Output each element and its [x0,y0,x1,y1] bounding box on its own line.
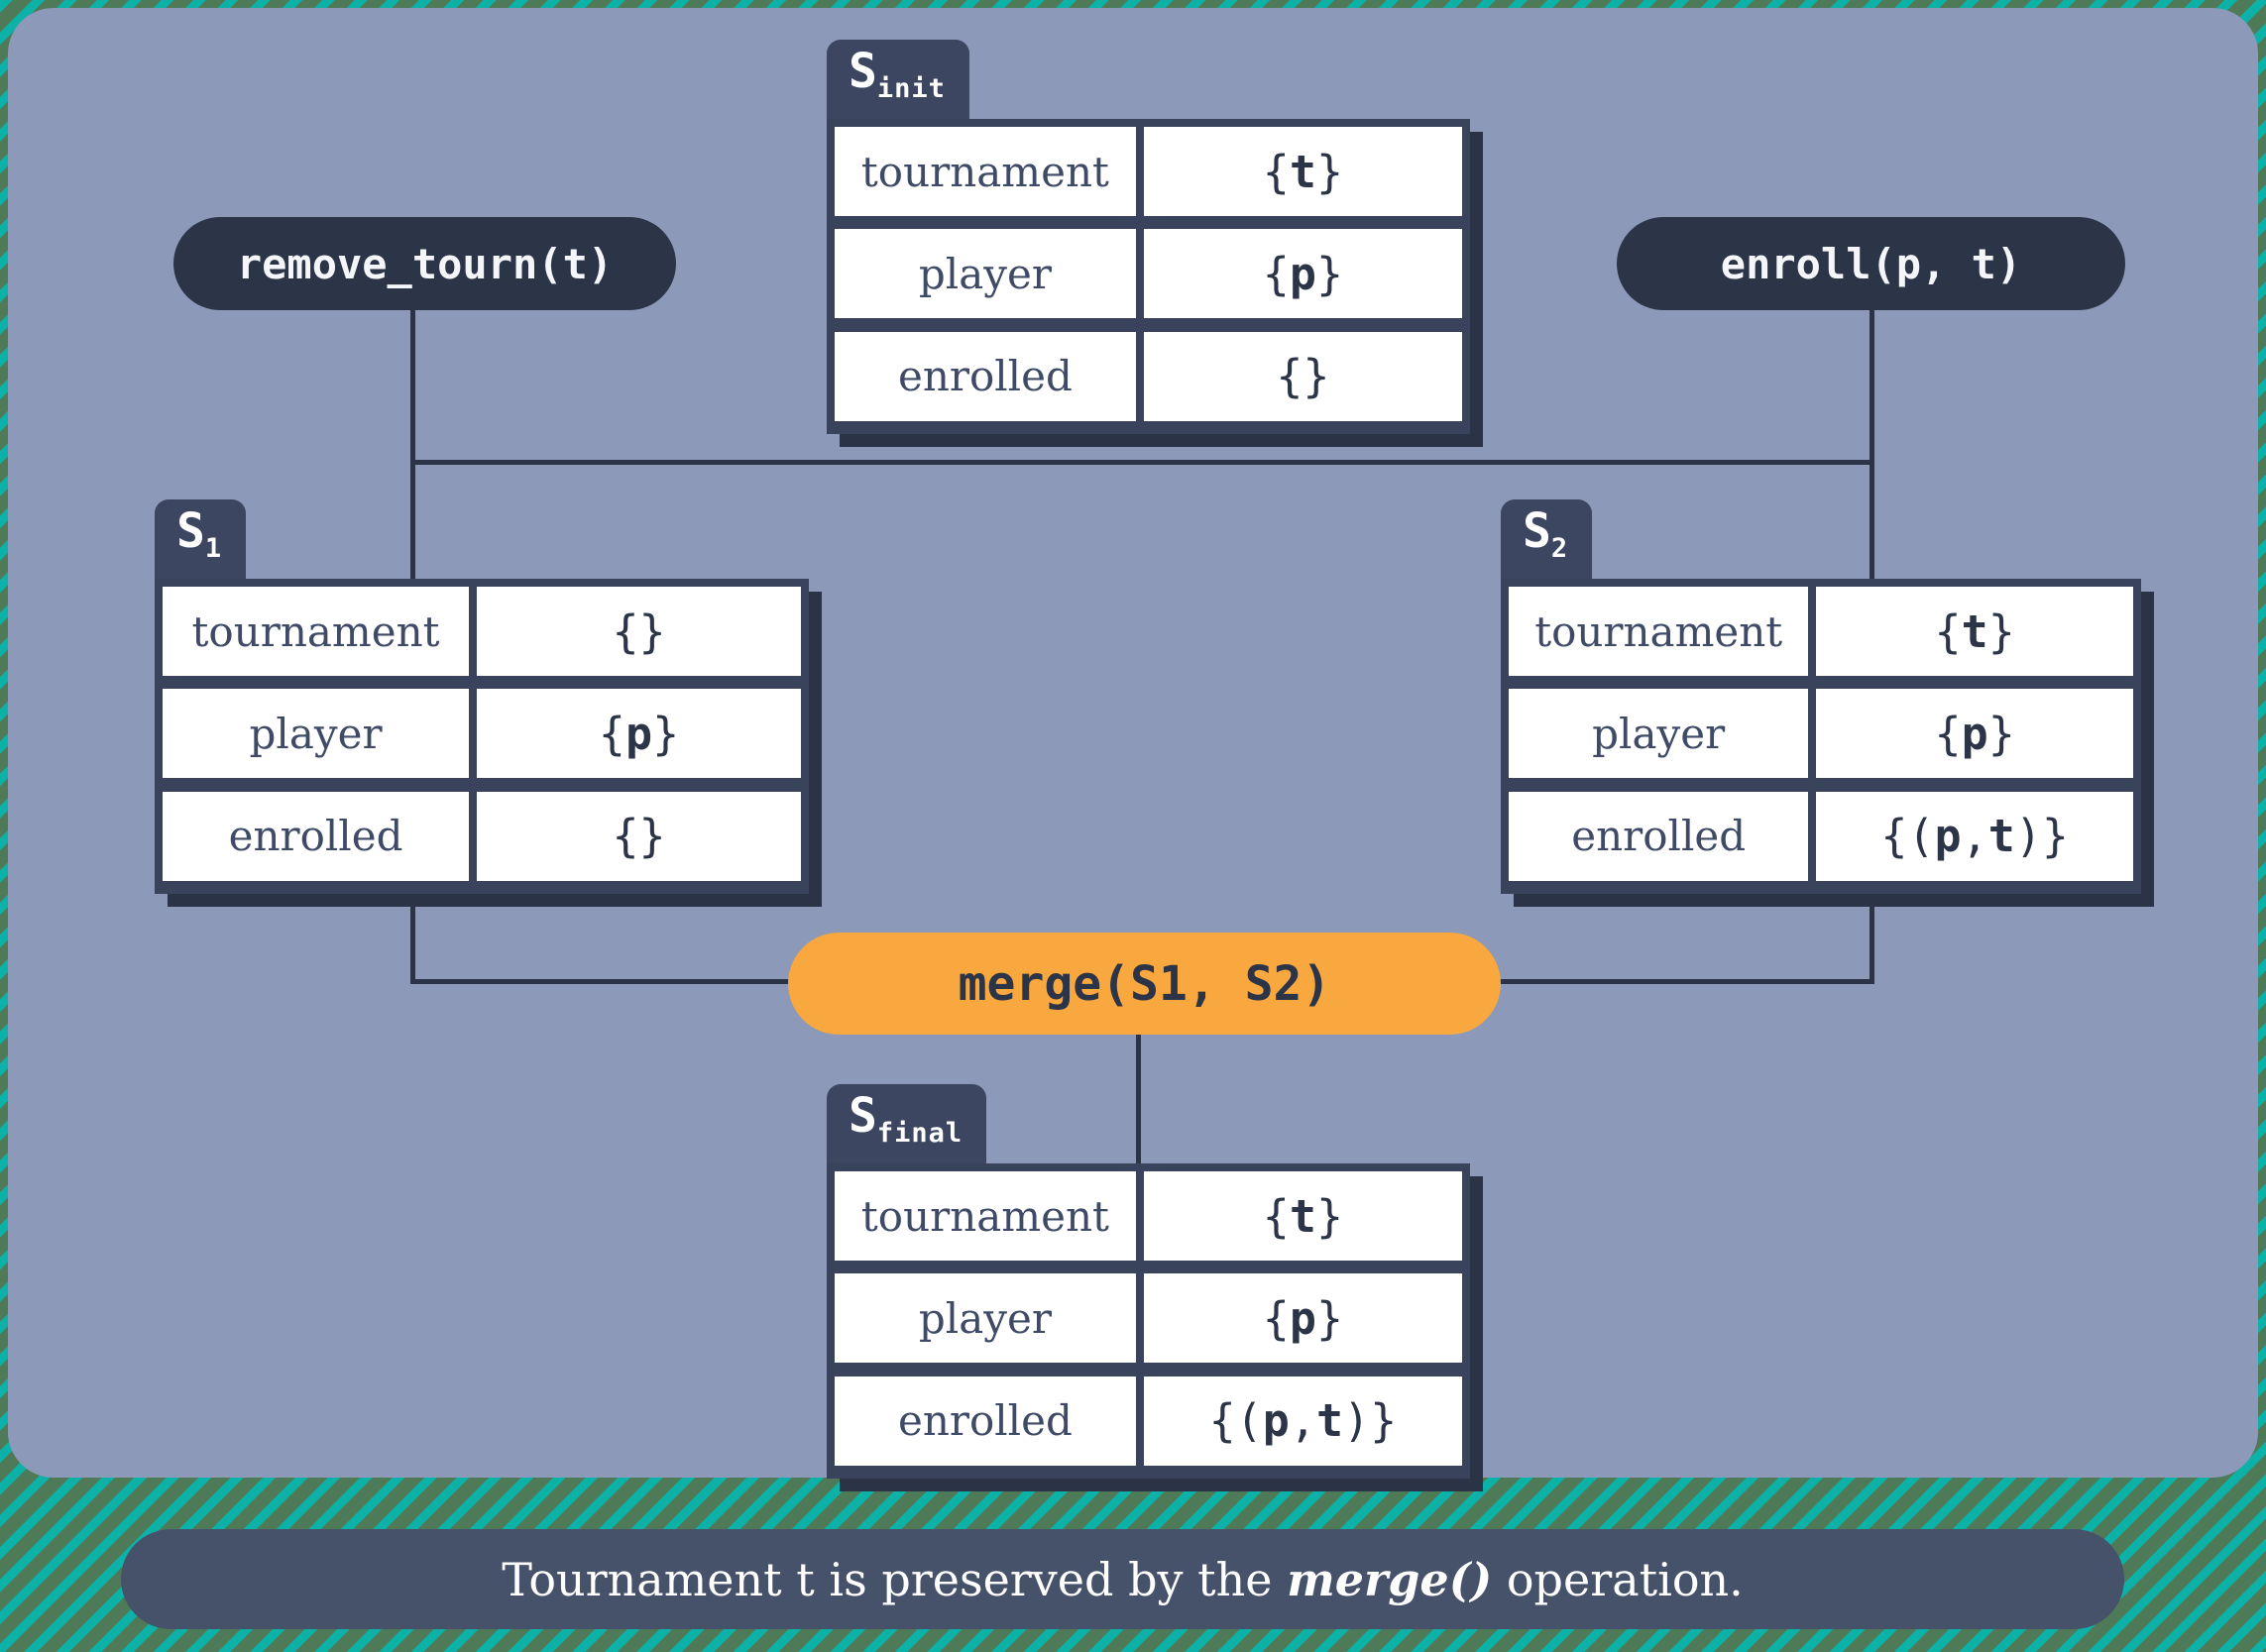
s1-row-player-key: player [163,689,470,779]
merge-label: merge(S1, S2) [958,955,1331,1012]
connector-enroll-to-s2 [1869,303,1874,579]
state-tab-s-init-main: S [849,44,877,99]
connector-s2-down [1869,880,1874,983]
s-init-row-player-key: player [835,229,1136,319]
state-tab-s-init: S init [827,40,969,127]
s1-row-enrolled-key: enrolled [163,791,470,881]
s-final-row-tournament-value: {t} [1143,1171,1462,1261]
connector-horizontal-top [410,460,1874,465]
s-init-row-enrolled-key: enrolled [835,331,1136,421]
s-init-row-player-value: {p} [1143,229,1462,319]
state-tab-s-final: S final [827,1084,987,1171]
s1-row-tournament-key: tournament [163,587,470,676]
enroll-operation-pill: enroll(p, t) [1617,217,2125,310]
state-tab-s-final-sub: final [876,1118,963,1149]
s-final-row-player-value: {p} [1143,1273,1462,1364]
state-tab-s1-main: S [176,503,205,559]
caption-merge-highlight: merge() [1287,1552,1493,1606]
s-init-row-tournament-value: {t} [1143,127,1462,216]
s-final-row-player-key: player [835,1273,1136,1364]
state-table-s-final: tournament {t} player {p} enrolled {(p, … [827,1163,1470,1479]
s2-row-tournament-value: {t} [1816,587,2133,676]
s2-row-player-value: {p} [1816,689,2133,779]
state-tab-s1: S 1 [155,499,247,587]
state-tab-s2-sub: 2 [1550,533,1569,564]
connector-s2-to-merge [1492,979,1874,984]
s1-row-tournament-value: {} [477,587,801,676]
s-init-row-tournament-key: tournament [835,127,1136,216]
state-tab-s2: S 2 [1501,499,1593,587]
s1-row-player-value: {p} [477,689,801,779]
s2-row-player-key: player [1509,689,1809,779]
state-tab-s-init-sub: init [876,73,946,104]
s-init-row-enrolled-value: {} [1143,331,1462,421]
connector-remove-to-s1 [410,303,415,579]
caption-text: Tournament t is preserved by the merge()… [502,1552,1744,1606]
remove-tourn-operation-pill: remove_tourn(t) [173,217,676,310]
connector-s1-down [410,880,415,983]
state-table-s2: tournament {t} player {p} enrolled {(p, … [1501,579,2141,894]
caption-bar: Tournament t is preserved by the merge()… [121,1529,2124,1629]
s-final-row-enrolled-value: {(p, t)} [1143,1376,1462,1466]
s-final-row-enrolled-key: enrolled [835,1376,1136,1466]
s-final-row-tournament-key: tournament [835,1171,1136,1261]
connector-s1-to-merge [410,979,797,984]
state-tab-s-final-main: S [849,1088,877,1144]
state-tab-s2-main: S [1523,503,1551,559]
s2-row-enrolled-value: {(p, t)} [1816,791,2133,881]
merge-operation-pill: merge(S1, S2) [788,933,1501,1035]
enroll-label: enroll(p, t) [1720,239,2022,288]
s2-row-enrolled-key: enrolled [1509,791,1809,881]
connector-merge-to-sfinal [1136,1031,1141,1165]
state-table-s1: tournament {} player {p} enrolled {} [155,579,809,894]
s2-row-tournament-key: tournament [1509,587,1809,676]
state-table-s-init: tournament {t} player {p} enrolled {} [827,119,1470,434]
s1-row-enrolled-value: {} [477,791,801,881]
remove-tourn-label: remove_tourn(t) [236,239,614,288]
state-tab-s1-sub: 1 [204,533,223,564]
